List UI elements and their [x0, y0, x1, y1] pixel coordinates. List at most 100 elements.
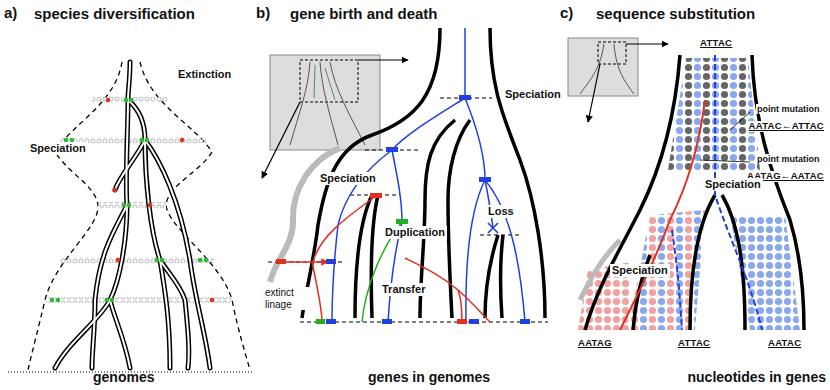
illustration-circle [50, 298, 55, 303]
illustration-rect [326, 259, 336, 264]
illustration-use [145, 140, 210, 368]
illustration-path [585, 55, 680, 330]
illustration-rect [370, 193, 382, 198]
illustration-use [110, 300, 130, 368]
illustration-path [358, 59, 408, 60]
illustration-circle [106, 98, 111, 103]
illustration-path [290, 62, 365, 145]
panel-b [262, 28, 548, 324]
illustration-path [312, 262, 322, 322]
illustration-circle [105, 298, 110, 303]
illustration-path [700, 112, 750, 162]
illustration-rect [46, 297, 232, 303]
panel-title: gene birth and death [290, 5, 438, 22]
sequence-label: ATTAC [698, 38, 734, 49]
illustration-use [145, 140, 210, 368]
illustration-circle [198, 258, 203, 263]
panel-title: sequence substitution [596, 5, 755, 22]
illustration-use [55, 62, 130, 368]
illustration-path [262, 102, 300, 178]
illustration-use [128, 100, 170, 368]
event-label: Speciation [703, 178, 763, 191]
illustration-path [313, 196, 376, 262]
illustration-circle [204, 258, 209, 263]
sequence-label: AATAC [766, 338, 803, 349]
illustration-circle [145, 138, 150, 143]
illustration-path [715, 55, 762, 330]
illustration-use [55, 62, 130, 368]
illustration-circle [124, 98, 129, 103]
sequence-label: AATAG [576, 338, 614, 349]
illustration-use [128, 100, 170, 368]
illustration-path [485, 180, 493, 228]
panel-footer: genomes [93, 369, 154, 385]
event-label: Speciation [503, 88, 563, 101]
illustration-rect [98, 202, 166, 208]
event-label: Speciation [28, 142, 88, 155]
event-label: Extinction [176, 68, 233, 81]
illustration-path [465, 98, 485, 180]
illustration-path [730, 215, 800, 330]
illustration-use [115, 140, 145, 190]
illustration-path [722, 195, 745, 330]
illustration-rect [520, 319, 530, 324]
illustration-rect [457, 319, 467, 324]
illustration-use [160, 260, 189, 368]
illustration-circle [113, 188, 118, 193]
illustration-circle [116, 258, 121, 263]
illustration-rect [270, 55, 380, 150]
event-label: Loss [486, 205, 516, 218]
illustration-circle [122, 203, 127, 208]
illustration-path [464, 28, 466, 98]
illustration-path [140, 62, 250, 370]
panel-footer: genes in genomes [368, 369, 490, 385]
panel-title: species diversification [34, 5, 195, 22]
illustration-rect [382, 319, 392, 324]
illustration-path [28, 62, 122, 370]
illustration-path [490, 28, 545, 318]
illustration-path [626, 43, 668, 44]
panel-letter: a) [4, 4, 17, 21]
illustration-path [392, 98, 465, 150]
panel-footer: nucleotides in genes [688, 369, 826, 385]
illustration-circle [148, 203, 153, 208]
illustration-circle [110, 298, 115, 303]
panel-a [8, 62, 252, 372]
mutation-label: point mutation [756, 154, 821, 164]
panel-c [568, 38, 804, 330]
panel-letter: c) [560, 4, 573, 21]
illustration-path [284, 261, 328, 263]
illustration-path [300, 322, 548, 323]
event-label: Speciation [610, 264, 670, 277]
illustration-rect [459, 95, 471, 100]
event-label: Speciation [318, 172, 378, 185]
illustration-rect [316, 319, 325, 324]
illustration-rect [568, 38, 638, 96]
illustration-path [588, 64, 600, 122]
mutation-label: point mutation [756, 104, 821, 114]
illustration-path [501, 235, 503, 318]
illustration-circle [140, 138, 145, 143]
panel-letter: b) [256, 4, 270, 21]
illustration-path [580, 44, 634, 94]
illustration-rect [469, 319, 479, 324]
illustration-circle [129, 98, 134, 103]
illustration-rect [326, 319, 336, 324]
illustration-path [270, 148, 340, 282]
illustration-path [672, 230, 682, 330]
illustration-path [485, 180, 525, 322]
event-label: Duplication [383, 226, 447, 239]
illustration-circle [160, 258, 165, 263]
illustration-path [488, 223, 498, 233]
illustration-path [752, 55, 804, 330]
illustration-circle [180, 138, 185, 143]
illustration-path [371, 195, 378, 318]
illustration-use [115, 140, 145, 190]
illustration-circle [210, 298, 215, 303]
illustration-path [302, 28, 440, 318]
illustration-path [355, 195, 372, 318]
sequence-change: AATAC←ATTAC [747, 121, 826, 132]
illustration-use [92, 205, 127, 368]
illustration-rect [396, 219, 408, 224]
